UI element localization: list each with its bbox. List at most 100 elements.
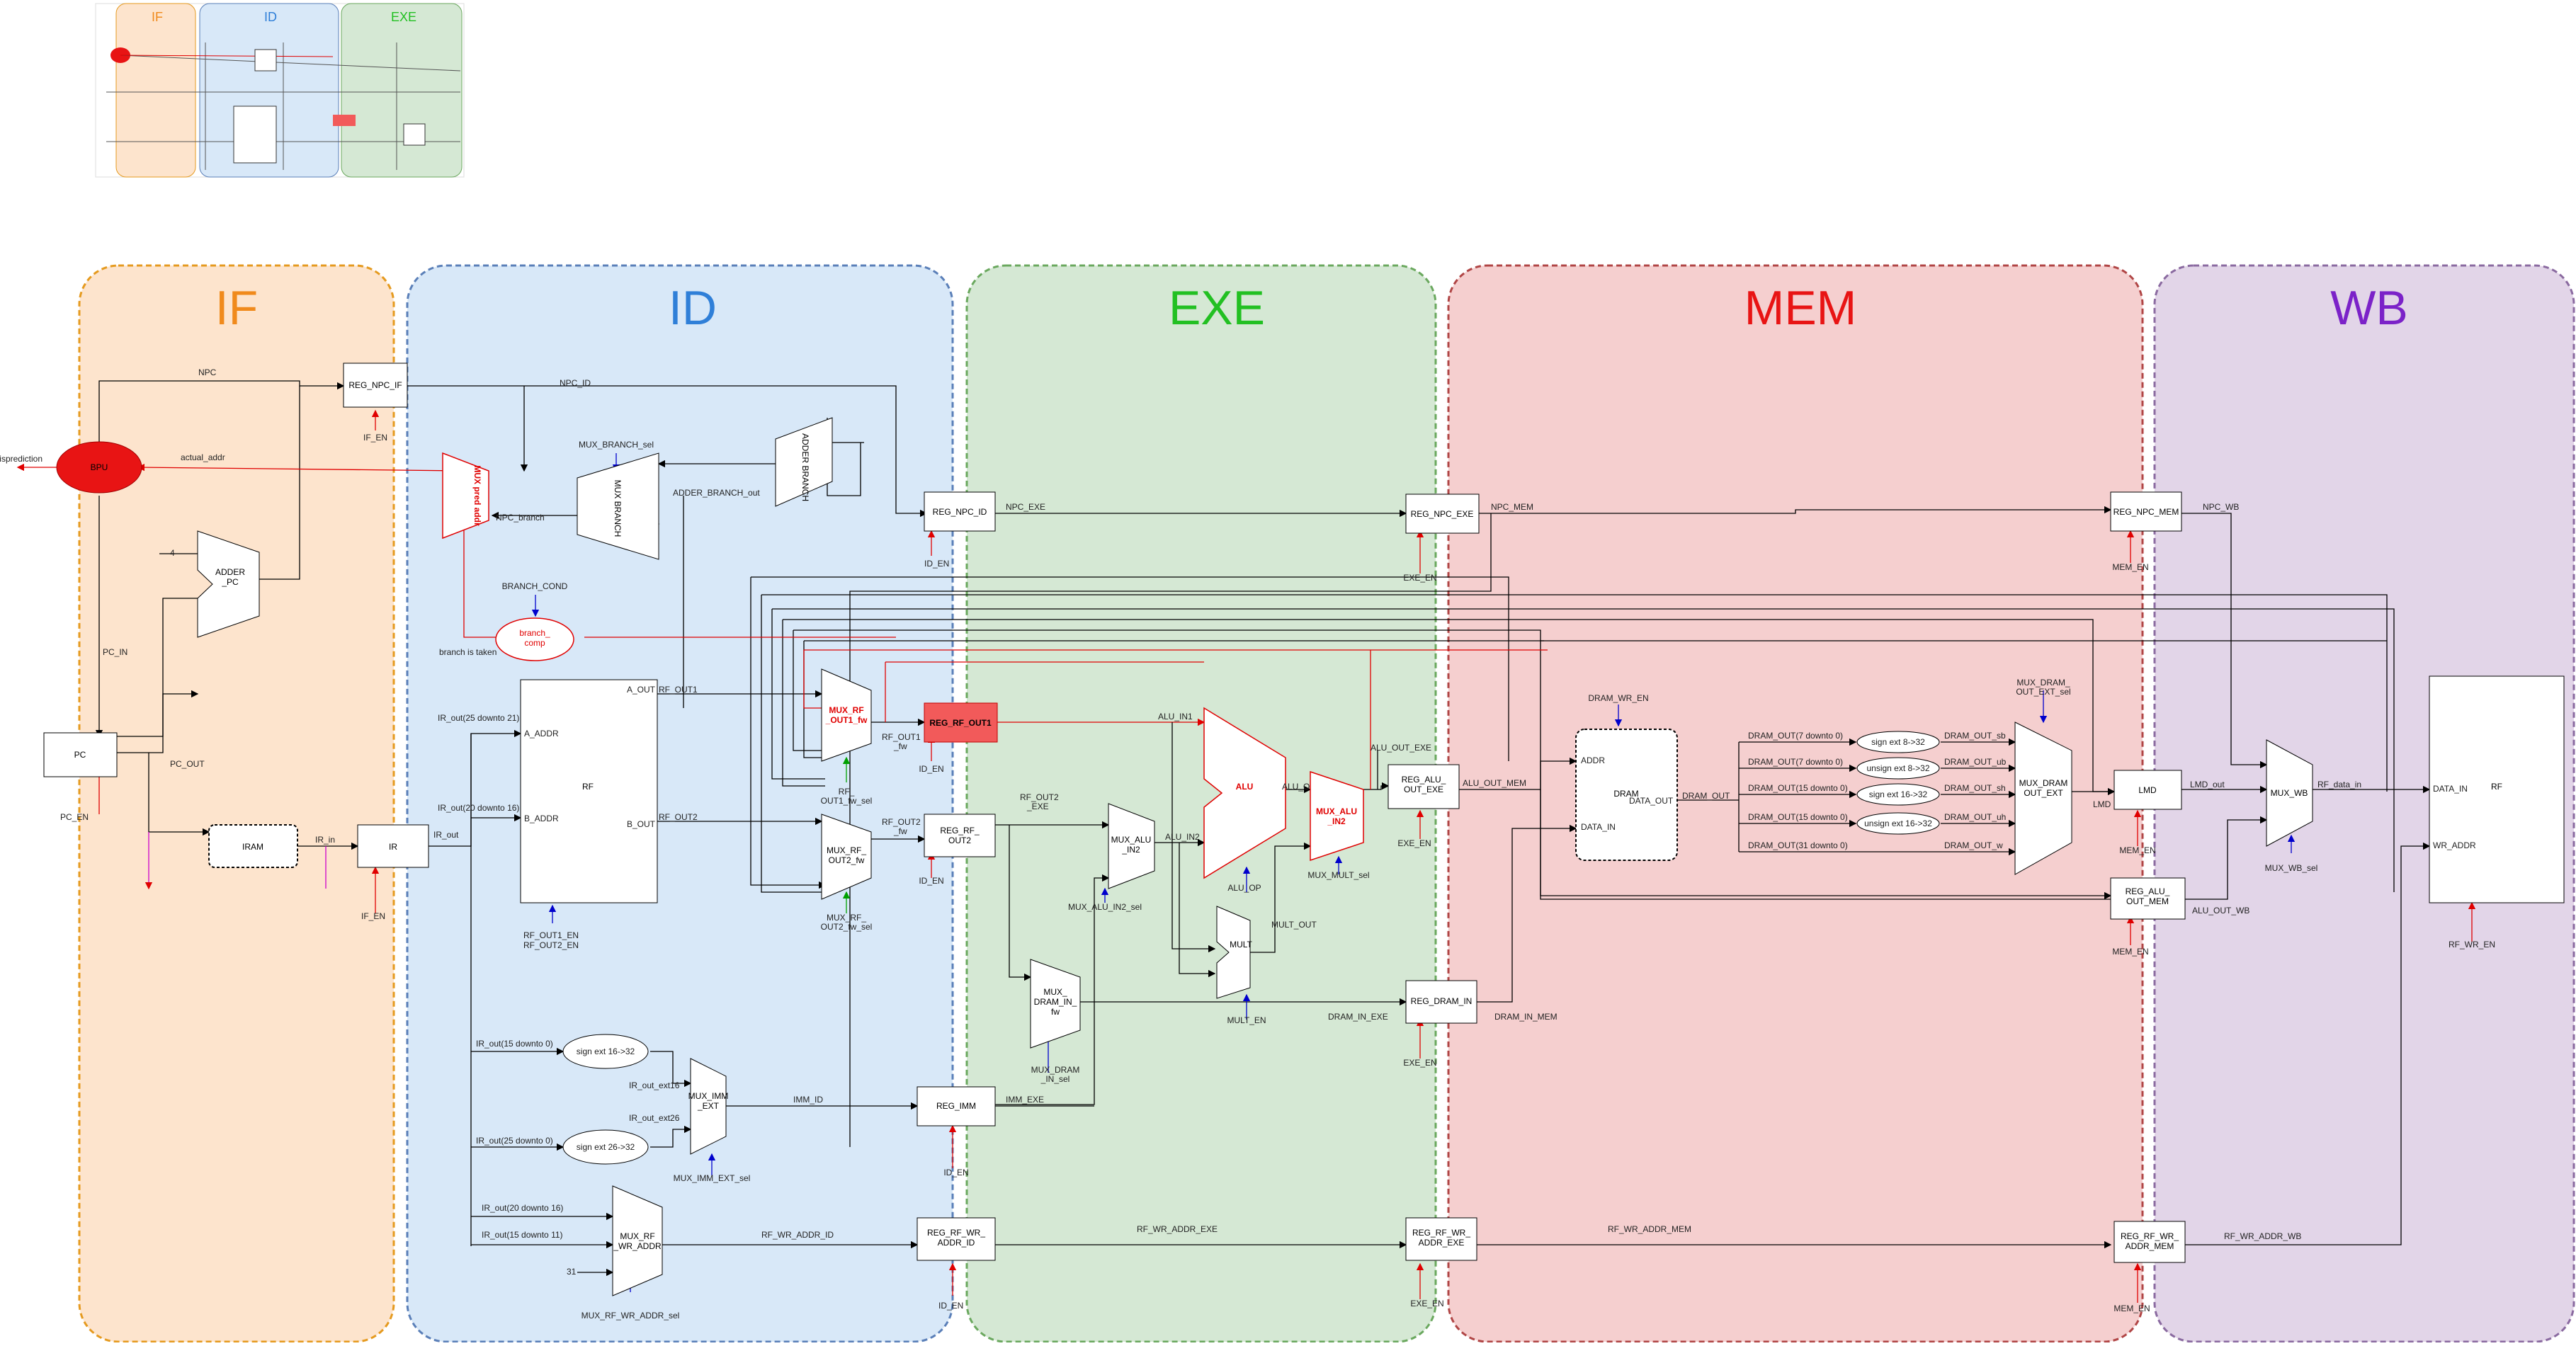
lmd-out-label: LMD_out bbox=[2190, 780, 2225, 789]
thumb-exe-label: EXE bbox=[391, 10, 416, 24]
alu-in2-label: ALU_IN2 bbox=[1165, 832, 1200, 842]
npc-id-label: NPC_ID bbox=[560, 378, 591, 388]
ir-if-en-label: IF_EN bbox=[361, 911, 385, 921]
reg-npc-if bbox=[343, 363, 408, 408]
reg-npc-exe bbox=[1405, 494, 1480, 534]
dram bbox=[1575, 729, 1678, 861]
rf-wr-addr-wb-label: RF_WR_ADDR_WB bbox=[2224, 1231, 2301, 1241]
mux-wb-label: MUX_WB bbox=[2271, 788, 2308, 798]
adder-pc-label: ADDER_PC bbox=[215, 567, 245, 587]
dram-in-mem-label: DRAM_IN_MEM bbox=[1494, 1012, 1557, 1022]
rf-out1-fw-label: RF_OUT1_fw bbox=[882, 732, 921, 751]
reg-npc-id bbox=[924, 491, 996, 532]
reg-rf-out1 bbox=[924, 702, 998, 743]
imm-id-label: IMM_ID bbox=[793, 1095, 823, 1105]
alu-op-label: ALU_OP bbox=[1227, 883, 1261, 893]
unsign-ext-16-32 bbox=[1856, 812, 1940, 835]
mux-branch bbox=[577, 452, 659, 560]
rf-label: RF bbox=[582, 782, 594, 792]
ir-out-15-11-label: IR_out(15 downto 11) bbox=[482, 1230, 563, 1240]
mux-alu-in2-label: MUX_ALU_IN2 bbox=[1111, 835, 1152, 855]
lmd-in-label: LMD bbox=[2093, 799, 2111, 809]
b-out-label: B_OUT bbox=[627, 819, 656, 829]
reg-rf-wr-addr-mem-label: REG_RF_WR_ADDR_MEM bbox=[2121, 1231, 2179, 1251]
reg-dram-exe-en-label: EXE_EN bbox=[1403, 1058, 1436, 1068]
rf-wr-addr-id-label: RF_WR_ADDR_ID bbox=[761, 1230, 834, 1240]
rf-out2-exe-label: RF_OUT2_EXE bbox=[1020, 792, 1059, 811]
mux-rf-wr-addr-label: MUX_RF_WR_ADDR bbox=[613, 1231, 662, 1251]
mux-rf-wr-addr-sel-label: MUX_RF_WR_ADDR_sel bbox=[581, 1311, 680, 1321]
mux-wb bbox=[2266, 739, 2313, 847]
dram-out-label: DRAM_OUT bbox=[1682, 791, 1730, 801]
ir-label: IR bbox=[389, 842, 397, 852]
stage-mem-title: MEM bbox=[1744, 281, 1857, 335]
reg-npc-id-label: REG_NPC_ID bbox=[933, 507, 987, 517]
reg-rf-wr-exe-en-label: EXE_EN bbox=[1410, 1299, 1443, 1308]
ir-out-20-16b-label: IR_out(20 downto 16) bbox=[482, 1203, 563, 1213]
dram-out-7-0b-label: DRAM_OUT(7 downto 0) bbox=[1748, 757, 1843, 767]
dram-out-31-0-label: DRAM_OUT(31 downto 0) bbox=[1748, 840, 1848, 850]
mux-pred-addr-label: MUX pred addr bbox=[472, 465, 482, 526]
stage-wb-title: WB bbox=[2330, 281, 2408, 335]
dram-out-uh-label: DRAM_OUT_uh bbox=[1944, 812, 2006, 822]
rf-wr-en-label: RF_WR_EN bbox=[2449, 940, 2495, 949]
branch-comp-label: branch_comp bbox=[519, 628, 550, 648]
pink-wires bbox=[144, 832, 327, 890]
pc-en-label: PC_EN bbox=[60, 812, 89, 822]
mux-alu-out-label: MUX_ALU_IN2 bbox=[1316, 806, 1357, 826]
rf-wr-addr-mem-label: RF_WR_ADDR_MEM bbox=[1608, 1224, 1691, 1234]
thumb-if-label: IF bbox=[152, 10, 163, 24]
adder-branch bbox=[775, 417, 833, 507]
dram-out-sh-label: DRAM_OUT_sh bbox=[1944, 783, 2006, 793]
mux-mult-sel-label: MUX_MULT_sel bbox=[1307, 870, 1369, 880]
unsign-ext-16-32-label: unsign ext 16->32 bbox=[1864, 819, 1932, 828]
mux-alu-out bbox=[1310, 770, 1364, 862]
sign-ext-16-32-label: sign ext 16->32 bbox=[577, 1046, 635, 1056]
rf-out2-fw-sel-label: MUX_RF_OUT2_fw_sel bbox=[821, 913, 873, 932]
sign-ext-26-32-label: sign ext 26->32 bbox=[577, 1142, 635, 1152]
four-label: 4 bbox=[170, 548, 175, 558]
reg-rf-wr-addr-exe-label: REG_RF_WR_ADDR_EXE bbox=[1412, 1228, 1470, 1248]
reg-alu-out-mem-label: REG_ALU_OUT_MEM bbox=[2126, 886, 2170, 906]
misprediction-label: misprediction bbox=[0, 454, 42, 464]
lmd-mem-en-label: MEM_EN bbox=[2119, 845, 2155, 855]
dram-label: DRAM bbox=[1613, 789, 1638, 799]
imm-exe-label: IMM_EXE bbox=[1006, 1095, 1044, 1105]
ir-out-ext26-label: IR_out_ext26 bbox=[629, 1113, 680, 1123]
stage-wb bbox=[2153, 264, 2575, 1343]
reg-alu-out-exe bbox=[1388, 764, 1460, 809]
bpu-label: BPU bbox=[91, 462, 108, 472]
iram-label: IRAM bbox=[242, 842, 263, 852]
npc-branch-label: NPC_branch bbox=[496, 513, 545, 523]
branch-is-taken-label: branch is taken bbox=[439, 647, 497, 657]
npc-label: NPC bbox=[198, 367, 217, 377]
reg-rf-wr-addr-exe bbox=[1405, 1217, 1477, 1261]
rf-out1-fw-sel-label: RF_OUT1_fw_sel bbox=[821, 787, 873, 806]
rf-wb-data-in-label: DATA_IN bbox=[2433, 784, 2468, 794]
adder-pc bbox=[197, 530, 260, 638]
dram-out-w-label: DRAM_OUT_w bbox=[1944, 840, 2003, 850]
mult-label: MULT bbox=[1230, 940, 1252, 949]
overview-thumbnail: IF ID EXE bbox=[95, 3, 465, 178]
dram-out-15-0a-label: DRAM_OUT(15 downto 0) bbox=[1748, 783, 1848, 793]
alu-label: ALU bbox=[1236, 782, 1254, 792]
mux-wb-sel-label: MUX_WB_sel bbox=[2265, 863, 2318, 873]
stage-exe-title: EXE bbox=[1169, 281, 1265, 335]
reg-rf-out1-id-en-label: ID_EN bbox=[919, 764, 943, 774]
dram-data-out-label: DATA_OUT bbox=[1629, 796, 1674, 806]
npc-wb-label: NPC_WB bbox=[2203, 502, 2239, 512]
rf-data-in-label: RF_data_in bbox=[2317, 780, 2361, 789]
mux-branch-label: MUX BRANCH bbox=[613, 480, 623, 537]
b-addr-label: B_ADDR bbox=[524, 814, 559, 823]
reg-rf-out2-label: REG_RF_OUT2 bbox=[940, 826, 980, 845]
mux-imm-ext bbox=[690, 1058, 727, 1155]
pc-register bbox=[43, 732, 118, 777]
reg-npc-id-en-label: ID_EN bbox=[924, 559, 949, 569]
reg-rf-wr-id-en-label: ID_EN bbox=[938, 1301, 963, 1311]
dram-addr-label: ADDR bbox=[1581, 755, 1605, 765]
sign-ext-16-32b bbox=[1856, 783, 1940, 806]
rf-wr-addr-exe-label: RF_WR_ADDR_EXE bbox=[1137, 1224, 1218, 1234]
reg-rf-out1-label: REG_RF_OUT1 bbox=[929, 718, 992, 728]
reg-rf-wr-addr-mem bbox=[2113, 1221, 2186, 1263]
pc-label: PC bbox=[74, 750, 86, 760]
